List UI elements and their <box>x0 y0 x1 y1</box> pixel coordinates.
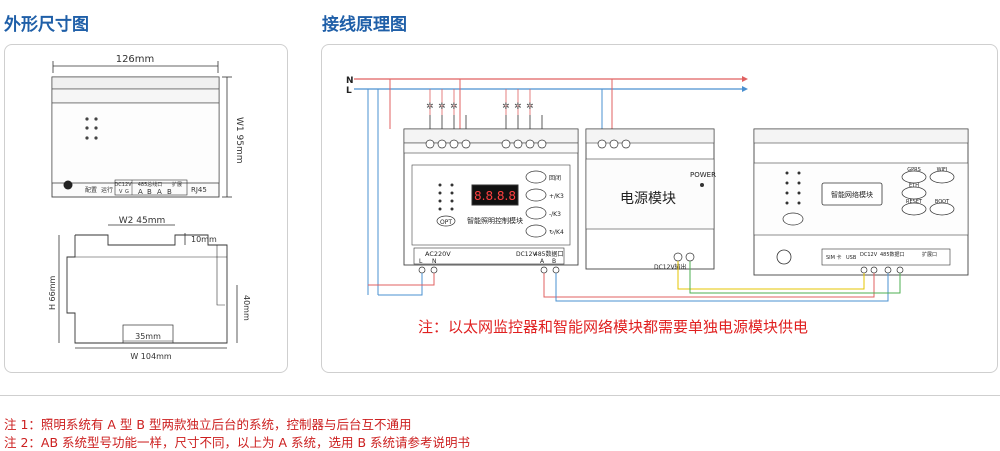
ctrl-dc12v-label: DC12V <box>516 251 537 258</box>
boot-label: BOOT <box>935 199 950 205</box>
dim-height-40: 40mm <box>242 295 251 321</box>
net-485-label: 485数据口 <box>880 251 905 258</box>
svg-text:✲: ✲ <box>526 102 534 112</box>
n-term-label: N <box>432 258 437 265</box>
label-ext: 扩展 <box>172 181 182 188</box>
dim-w2: W2 45mm <box>119 216 165 226</box>
l-term-label: L <box>419 258 423 265</box>
dc12v-out-label: DC12V输出 <box>654 263 687 271</box>
controller-name: 智能照明控制模块 <box>467 216 523 225</box>
label-bus485: 485总线口 <box>138 181 163 188</box>
svg-text:✲: ✲ <box>502 102 510 112</box>
svg-text:✲: ✲ <box>450 102 458 112</box>
key1-label: 回闭 <box>549 174 561 182</box>
power-label: POWER <box>690 171 716 179</box>
lighting-controller-module: OPT 8.8.8.8 智能照明控制模块 回闭 +/K3 -/K3 ↻/K4 A… <box>403 128 579 274</box>
eth-label: ETH <box>909 183 919 189</box>
net-round-button <box>776 249 792 265</box>
wifi-label: WIFI <box>937 167 948 173</box>
label-v: V <box>119 189 123 195</box>
reset-label: RESET <box>906 199 923 205</box>
svg-text:✲: ✲ <box>438 102 446 112</box>
network-module-name: 智能网络模块 <box>831 190 873 199</box>
dim-width-top: 126mm <box>116 54 155 65</box>
network-module: 智能网络模块 GPRS WIFI ETH RESET BOOT SIM 卡 US… <box>753 128 969 276</box>
ac220-label: AC220V <box>425 250 451 258</box>
label-config: 配置 <box>85 187 97 194</box>
gprs-label: GPRS <box>907 167 921 173</box>
svg-text:✲: ✲ <box>514 102 522 112</box>
bus-n-label: N <box>346 76 354 86</box>
wiring-section-title: 接线原理图 <box>322 15 407 35</box>
dim-height-right: W1 95mm <box>234 117 244 163</box>
bus-l-label: L <box>346 86 352 96</box>
usb-label: USB <box>846 255 857 261</box>
config-button-icon <box>63 180 73 190</box>
dim-top-offset: 10mm <box>191 235 217 244</box>
label-run: 运行 <box>101 186 113 194</box>
sim-label: SIM 卡 <box>826 254 842 261</box>
dimension-panel: 126mm 配置 运行 DC12V V G 485总线口 扩展 A B A B … <box>4 44 288 373</box>
lamp-icons: ✲ ✲ ✲ ✲ ✲ ✲ <box>426 102 534 112</box>
module-side-profile <box>66 234 228 344</box>
key3-label: -/K3 <box>549 211 561 218</box>
label-b1: B <box>147 188 152 196</box>
dimension-section-title: 外形尺寸图 <box>4 15 89 35</box>
section-divider <box>0 395 1000 396</box>
note-2: 注 2：AB 系统型号功能一样，尺寸不同，以上为 A 系统，选用 B 系统请参考… <box>4 435 471 450</box>
label-dc12v: DC12V <box>114 182 132 188</box>
key4-label: ↻/K4 <box>549 229 564 236</box>
power-module-title: 电源模块 <box>620 191 676 207</box>
dim-bottom-width: W 104mm <box>130 352 172 361</box>
label-a1: A <box>138 188 143 196</box>
dim-rail: 35mm <box>135 332 161 341</box>
ctrl-port-a: A <box>540 258 545 265</box>
note-1: 注 1：照明系统有 A 型 B 型两款独立后台的系统，控制器与后台互不通用 <box>4 417 412 432</box>
ctrl-485-label: 485数据口 <box>534 250 563 258</box>
ctrl-port-b: B <box>552 258 556 265</box>
digit-display: 8.8.8.8 <box>474 189 516 203</box>
opt-label: OPT <box>440 219 452 226</box>
power-supply-module: POWER 电源模块 DC12V输出 <box>585 128 716 271</box>
power-led-icon <box>700 183 704 187</box>
wiring-panel: N L ✲ ✲ ✲ ✲ ✲ ✲ <box>321 44 998 373</box>
label-a2: A <box>157 188 162 196</box>
opt-button <box>436 215 456 227</box>
dim-height-left: H 66mm <box>48 275 57 310</box>
label-g: G <box>125 189 129 195</box>
net-ext-label: 扩展口 <box>922 251 937 258</box>
label-b2: B <box>167 188 172 196</box>
svg-text:✲: ✲ <box>426 102 434 112</box>
wiring-diagram: N L ✲ ✲ ✲ ✲ ✲ ✲ <box>346 76 969 336</box>
dimension-drawing: 126mm 配置 运行 DC12V V G 485总线口 扩展 A B A B … <box>48 54 251 361</box>
net-dc12v-label: DC12V <box>860 252 878 258</box>
label-rj45: RJ45 <box>191 186 207 194</box>
key2-label: +/K3 <box>549 193 564 200</box>
wiring-remark: 注：以太网监控器和智能网络模块都需要单独电源模块供电 <box>418 318 808 336</box>
